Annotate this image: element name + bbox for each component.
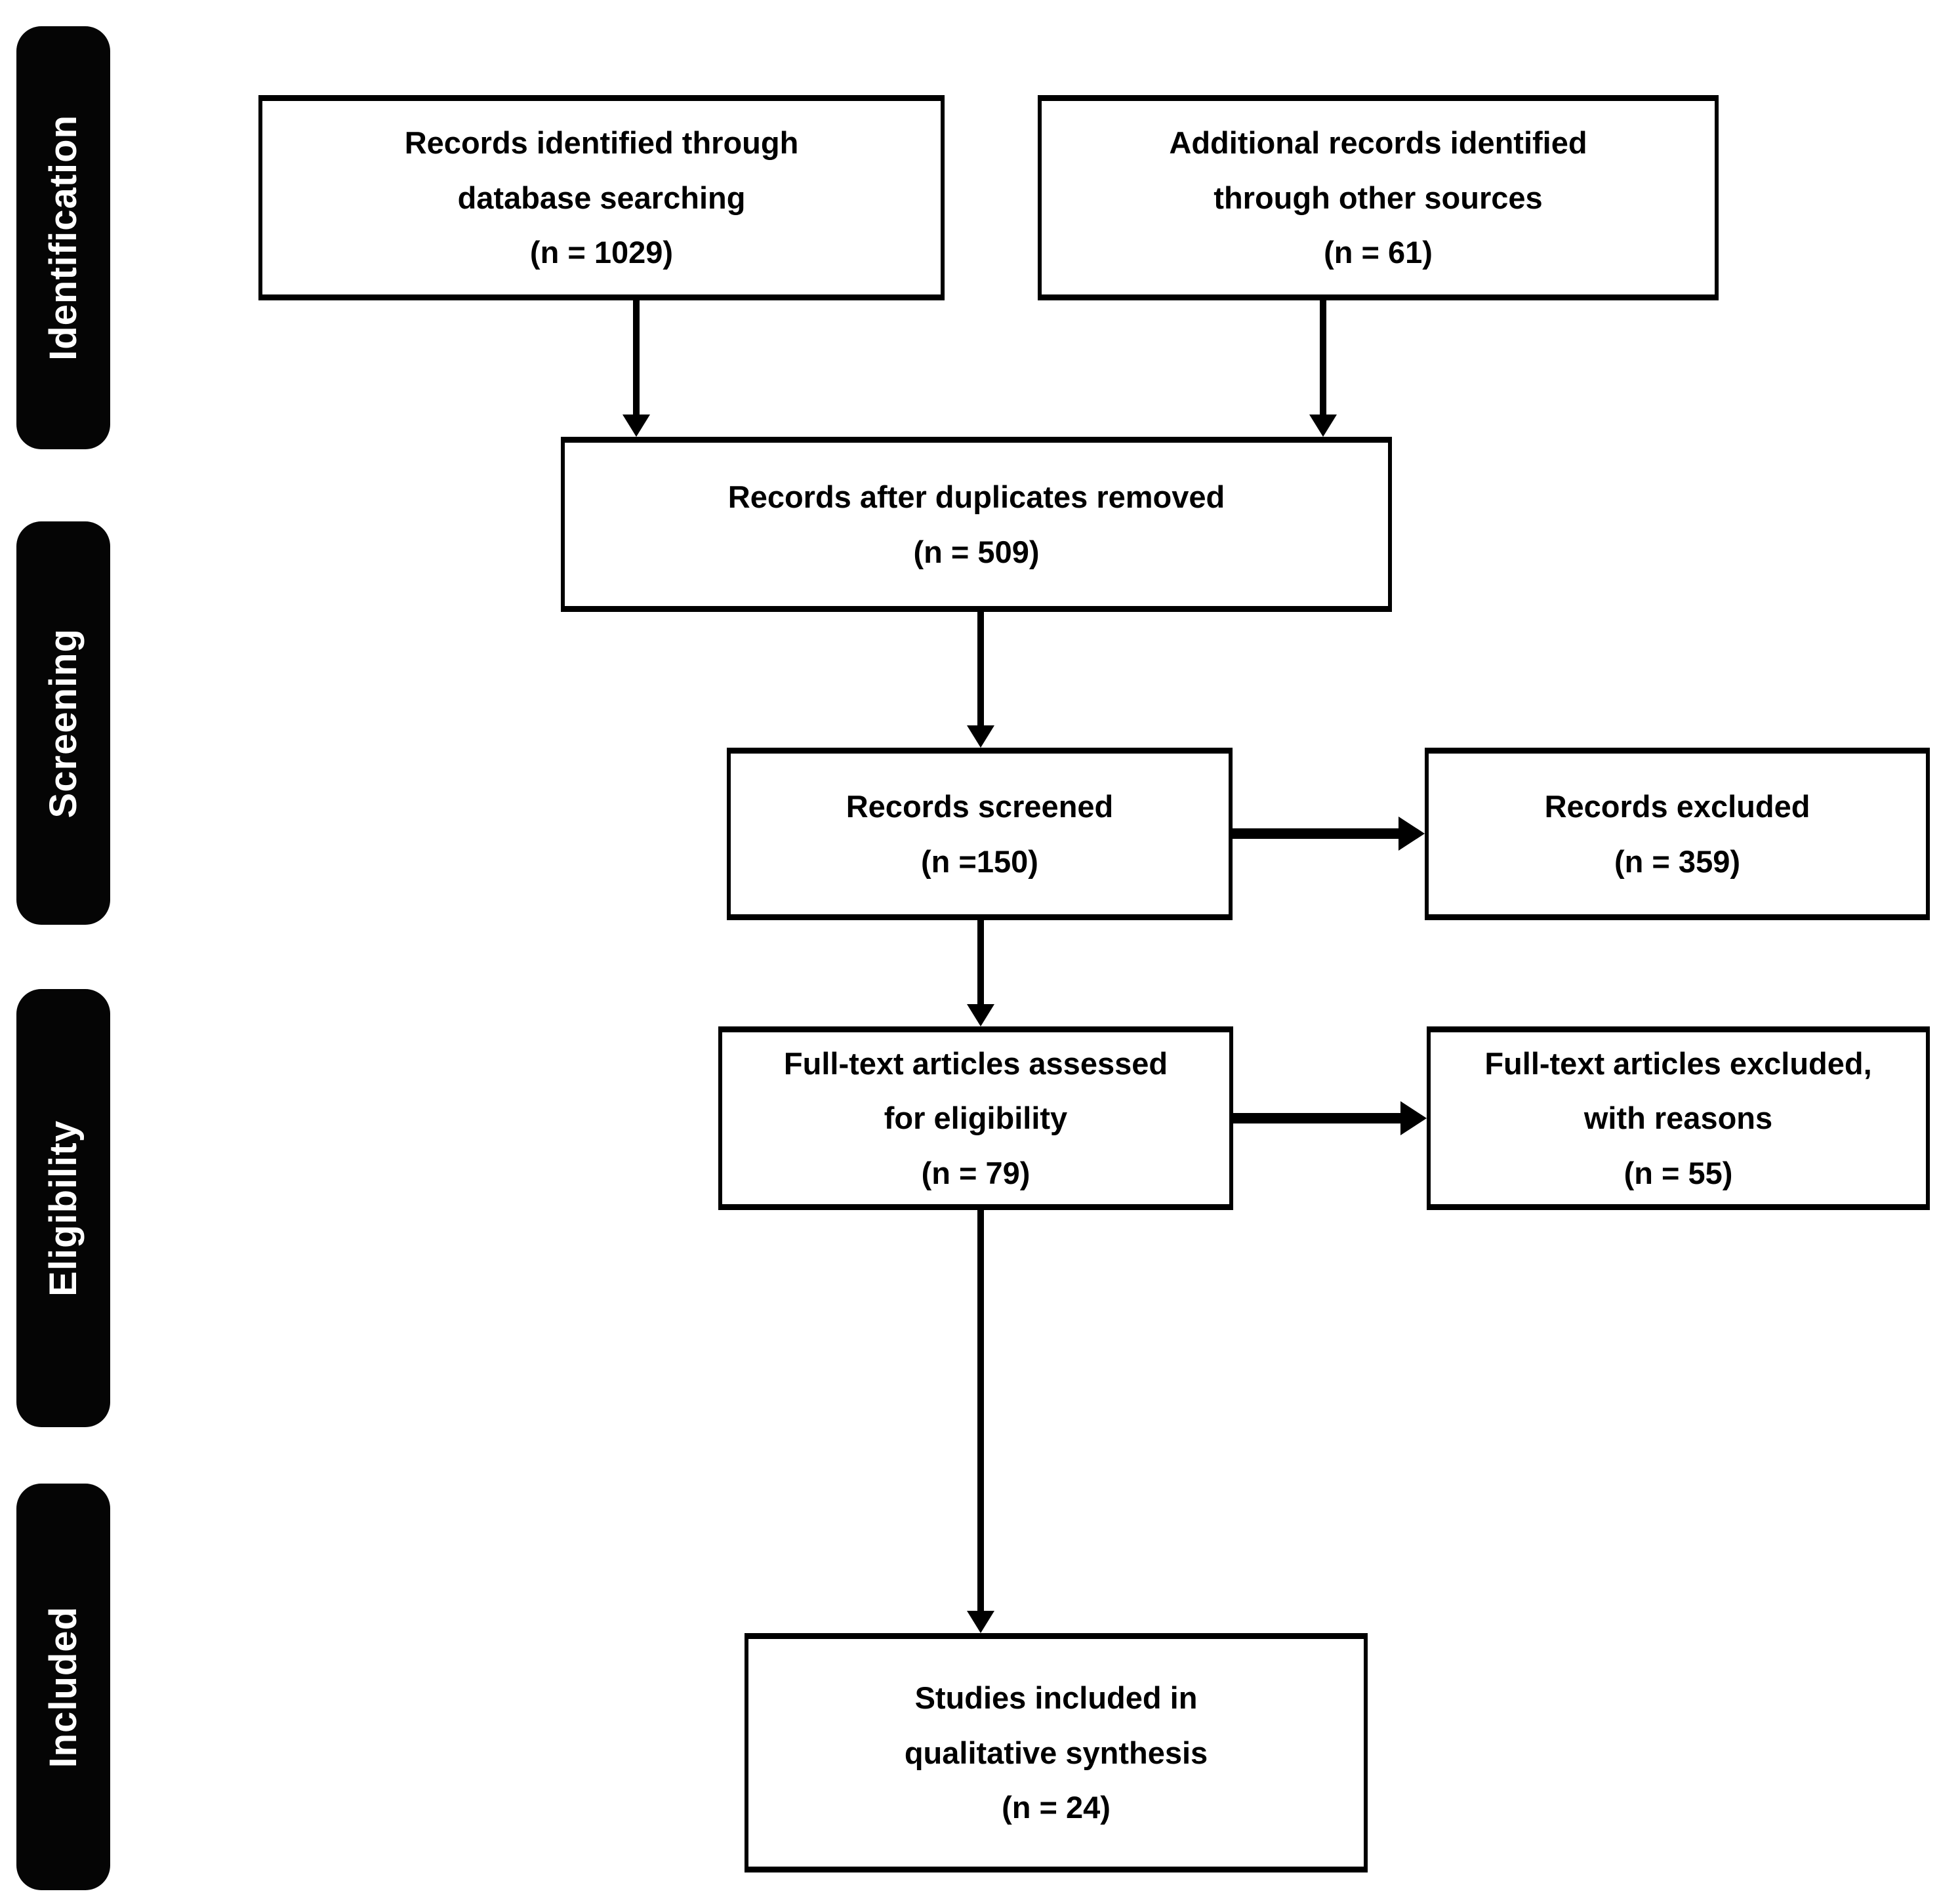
- stage-label-screening: Screening: [16, 521, 110, 925]
- arrow-assessed-to-included-head: [967, 1611, 994, 1633]
- box-records-identified: Records identified through database sear…: [258, 95, 945, 300]
- stage-label-included: Included: [16, 1484, 110, 1890]
- box-records-after-duplicates-text: Records after duplicates removed (n = 50…: [727, 479, 1225, 569]
- arrow-screened-to-assessed-head: [967, 1004, 994, 1026]
- box-additional-records-text: Additional records identified through ot…: [1169, 125, 1587, 270]
- stage-label-eligibility: Eligibility: [16, 989, 110, 1427]
- box-records-after-duplicates: Records after duplicates removed (n = 50…: [561, 437, 1392, 612]
- arrow-assessed-to-excluded-head: [1400, 1101, 1427, 1135]
- arrow-assessed-to-included-shaft: [977, 1209, 984, 1611]
- arrow-screened-to-excluded-shaft: [1233, 828, 1399, 839]
- arrow-assessed-to-excluded-shaft: [1233, 1113, 1400, 1123]
- box-studies-included-text: Studies included in qualitative synthesi…: [904, 1680, 1208, 1825]
- box-fulltext-excluded-text: Full-text articles excluded, with reason…: [1484, 1045, 1872, 1190]
- arrow-additional-to-duplicates-shaft: [1320, 300, 1326, 415]
- box-fulltext-assessed: Full-text articles assessed for eligibil…: [718, 1026, 1233, 1210]
- stage-label-identification-text: Identification: [42, 115, 85, 361]
- arrow-identified-to-duplicates-shaft: [633, 300, 640, 415]
- arrow-screened-to-assessed-shaft: [977, 919, 984, 1004]
- box-studies-included: Studies included in qualitative synthesi…: [745, 1633, 1368, 1872]
- box-additional-records: Additional records identified through ot…: [1038, 95, 1719, 300]
- box-fulltext-excluded: Full-text articles excluded, with reason…: [1427, 1026, 1930, 1210]
- stage-label-identification: Identification: [16, 26, 110, 449]
- arrow-identified-to-duplicates-head: [623, 415, 650, 437]
- box-records-excluded: Records excluded (n = 359): [1425, 748, 1930, 920]
- box-fulltext-assessed-text: Full-text articles assessed for eligibil…: [783, 1045, 1168, 1190]
- box-records-excluded-text: Records excluded (n = 359): [1544, 788, 1810, 879]
- stage-label-screening-text: Screening: [42, 628, 85, 819]
- stage-label-included-text: Included: [42, 1606, 85, 1768]
- box-records-screened: Records screened (n =150): [727, 748, 1233, 920]
- stage-label-eligibility-text: Eligibility: [42, 1120, 85, 1297]
- arrow-screened-to-excluded-head: [1399, 817, 1425, 851]
- box-records-screened-text: Records screened (n =150): [846, 788, 1114, 879]
- box-records-identified-text: Records identified through database sear…: [404, 125, 799, 270]
- arrow-duplicates-to-screened-head: [967, 725, 994, 748]
- arrow-duplicates-to-screened-shaft: [977, 611, 984, 725]
- arrow-additional-to-duplicates-head: [1309, 415, 1337, 437]
